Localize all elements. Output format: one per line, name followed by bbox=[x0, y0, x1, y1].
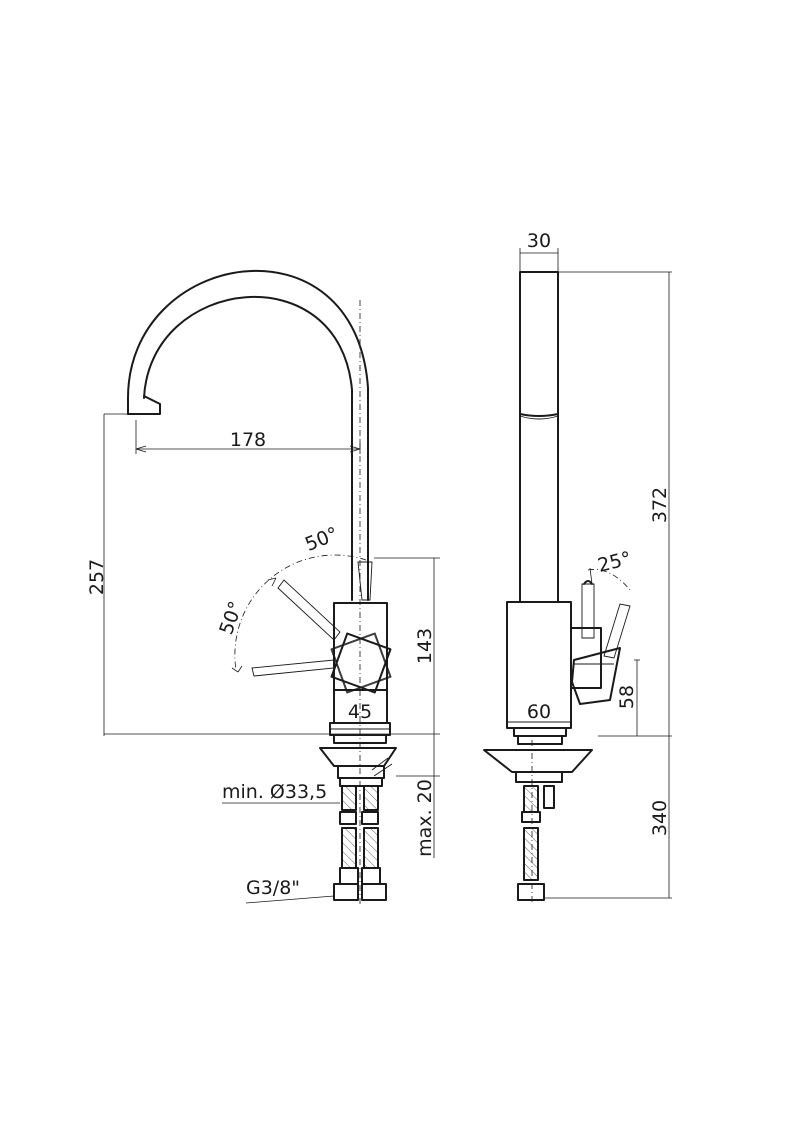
front-mount bbox=[319, 722, 397, 787]
dim-body-depth: 60 bbox=[527, 701, 551, 723]
angle-label-bottom: 50° bbox=[215, 598, 247, 637]
side-lever bbox=[570, 580, 631, 705]
dim-body-width: 45 bbox=[348, 701, 372, 723]
dim-lever-height: 58 bbox=[616, 685, 638, 709]
dim-hose-length: 340 bbox=[649, 800, 671, 836]
front-lever-positions bbox=[251, 561, 373, 677]
side-spout bbox=[519, 271, 559, 603]
front-lever-square bbox=[330, 632, 392, 694]
front-hoses bbox=[333, 785, 387, 901]
side-view: 30 372 25° 60 58 340 bbox=[483, 230, 672, 905]
dim-connection: G3/8" bbox=[246, 877, 300, 899]
angle-label-top: 50° bbox=[302, 523, 341, 556]
side-dimensions bbox=[507, 248, 672, 899]
dim-spout-width: 30 bbox=[527, 230, 551, 252]
angle-lever-label: 25° bbox=[596, 547, 634, 576]
side-mount bbox=[483, 727, 593, 901]
dim-deck-thickness: max. 20 bbox=[414, 779, 436, 857]
front-view: 178 257 143 45 50° 50° min. Ø33,5 max. 2… bbox=[86, 269, 440, 905]
front-spout bbox=[127, 269, 369, 601]
side-angle-arc bbox=[587, 569, 631, 591]
dim-total-height: 372 bbox=[649, 487, 671, 523]
front-angle-arc bbox=[234, 554, 367, 671]
dim-hole-diameter: min. Ø33,5 bbox=[222, 781, 327, 803]
front-dimensions bbox=[103, 413, 440, 904]
dim-body-height: 143 bbox=[414, 628, 436, 664]
dim-spout-reach: 178 bbox=[230, 429, 266, 451]
dim-spout-height: 257 bbox=[86, 559, 108, 595]
